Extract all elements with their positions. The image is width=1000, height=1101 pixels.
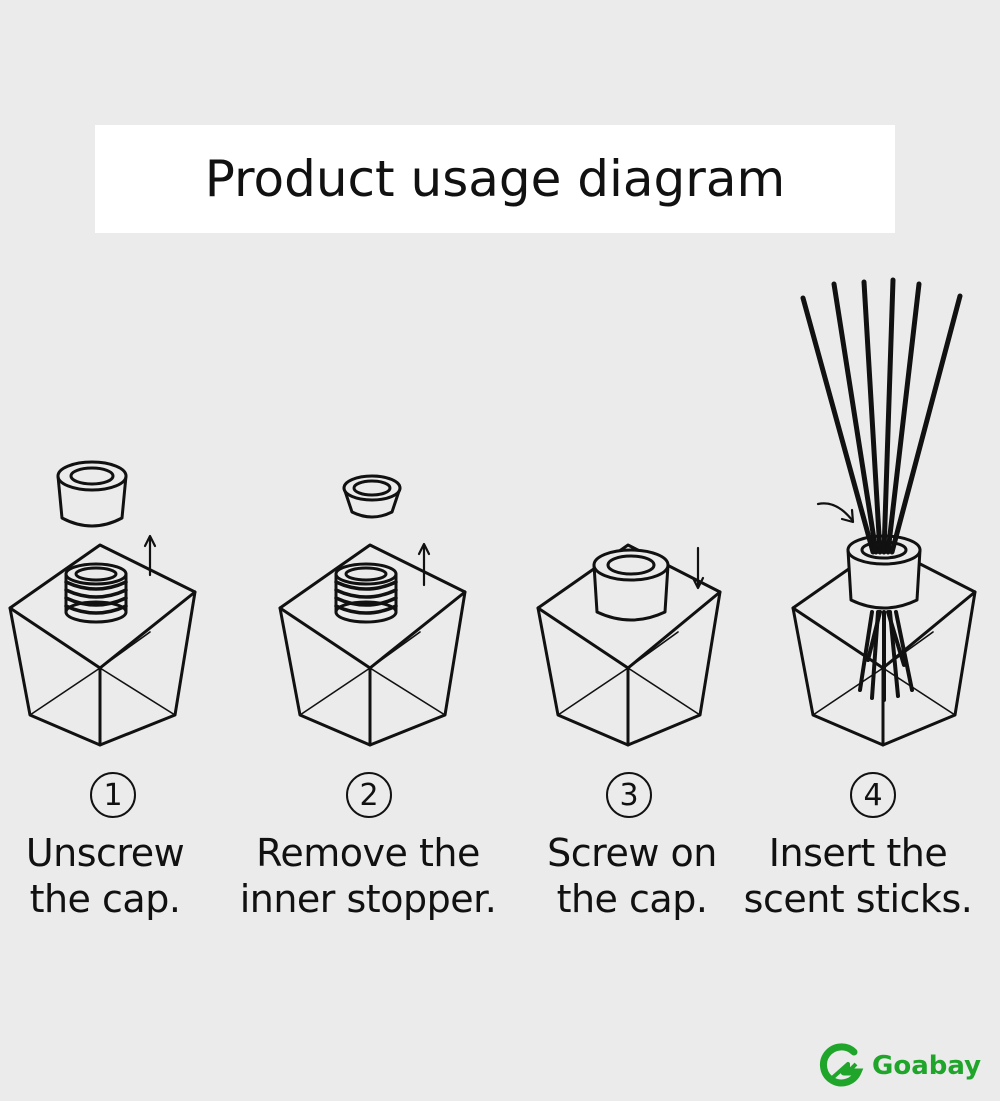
arrow-up-icon — [417, 542, 431, 587]
step-3-number: 3 — [606, 772, 652, 818]
cap-with-sticks — [846, 534, 922, 610]
step-2-line-2: inner stopper. — [239, 877, 497, 921]
step-2-caption: Remove the inner stopper. — [228, 830, 508, 922]
step-3-illustration — [536, 543, 722, 747]
step-1-line-1: Unscrew — [25, 831, 185, 875]
step-3-line-2: the cap. — [556, 877, 708, 921]
threaded-neck-1 — [64, 562, 128, 624]
step-4-illustration — [791, 277, 977, 747]
cap-floating-1 — [56, 460, 128, 528]
logo-text: Goabay — [872, 1051, 982, 1081]
arrow-down-icon — [691, 546, 705, 590]
step-4-line-2: scent sticks. — [743, 877, 973, 921]
step-1-number: 1 — [90, 772, 136, 818]
step-1-caption: Unscrew the cap. — [0, 830, 245, 922]
scent-sticks — [800, 277, 963, 555]
inner-stopper — [342, 474, 402, 519]
bottle-2 — [278, 543, 467, 747]
bottle-3 — [536, 543, 722, 747]
step-2-line-1: Remove the — [256, 831, 480, 875]
sticks-submerged — [858, 610, 914, 702]
insert-arrow-icon — [816, 502, 855, 524]
step-4-line-1: Insert the — [768, 831, 948, 875]
threaded-neck-2 — [334, 562, 398, 624]
page-title: Product usage diagram — [204, 150, 786, 208]
step-3-line-1: Screw on — [547, 831, 717, 875]
step-4-number: 4 — [850, 772, 896, 818]
goabay-logo-icon — [819, 1043, 864, 1087]
cap-screwed-3 — [592, 548, 670, 622]
title-box: Product usage diagram — [95, 125, 895, 233]
bottle-1 — [8, 543, 197, 747]
step-1-line-2: the cap. — [29, 877, 181, 921]
step-1-illustration — [8, 460, 197, 747]
step-2-number: 2 — [346, 772, 392, 818]
brand-logo: Goabay — [818, 1040, 993, 1092]
arrow-up-icon — [143, 534, 157, 577]
step-2-illustration — [278, 474, 467, 747]
step-3-caption: Screw on the cap. — [492, 830, 772, 922]
step-4-caption: Insert the scent sticks. — [718, 830, 998, 922]
